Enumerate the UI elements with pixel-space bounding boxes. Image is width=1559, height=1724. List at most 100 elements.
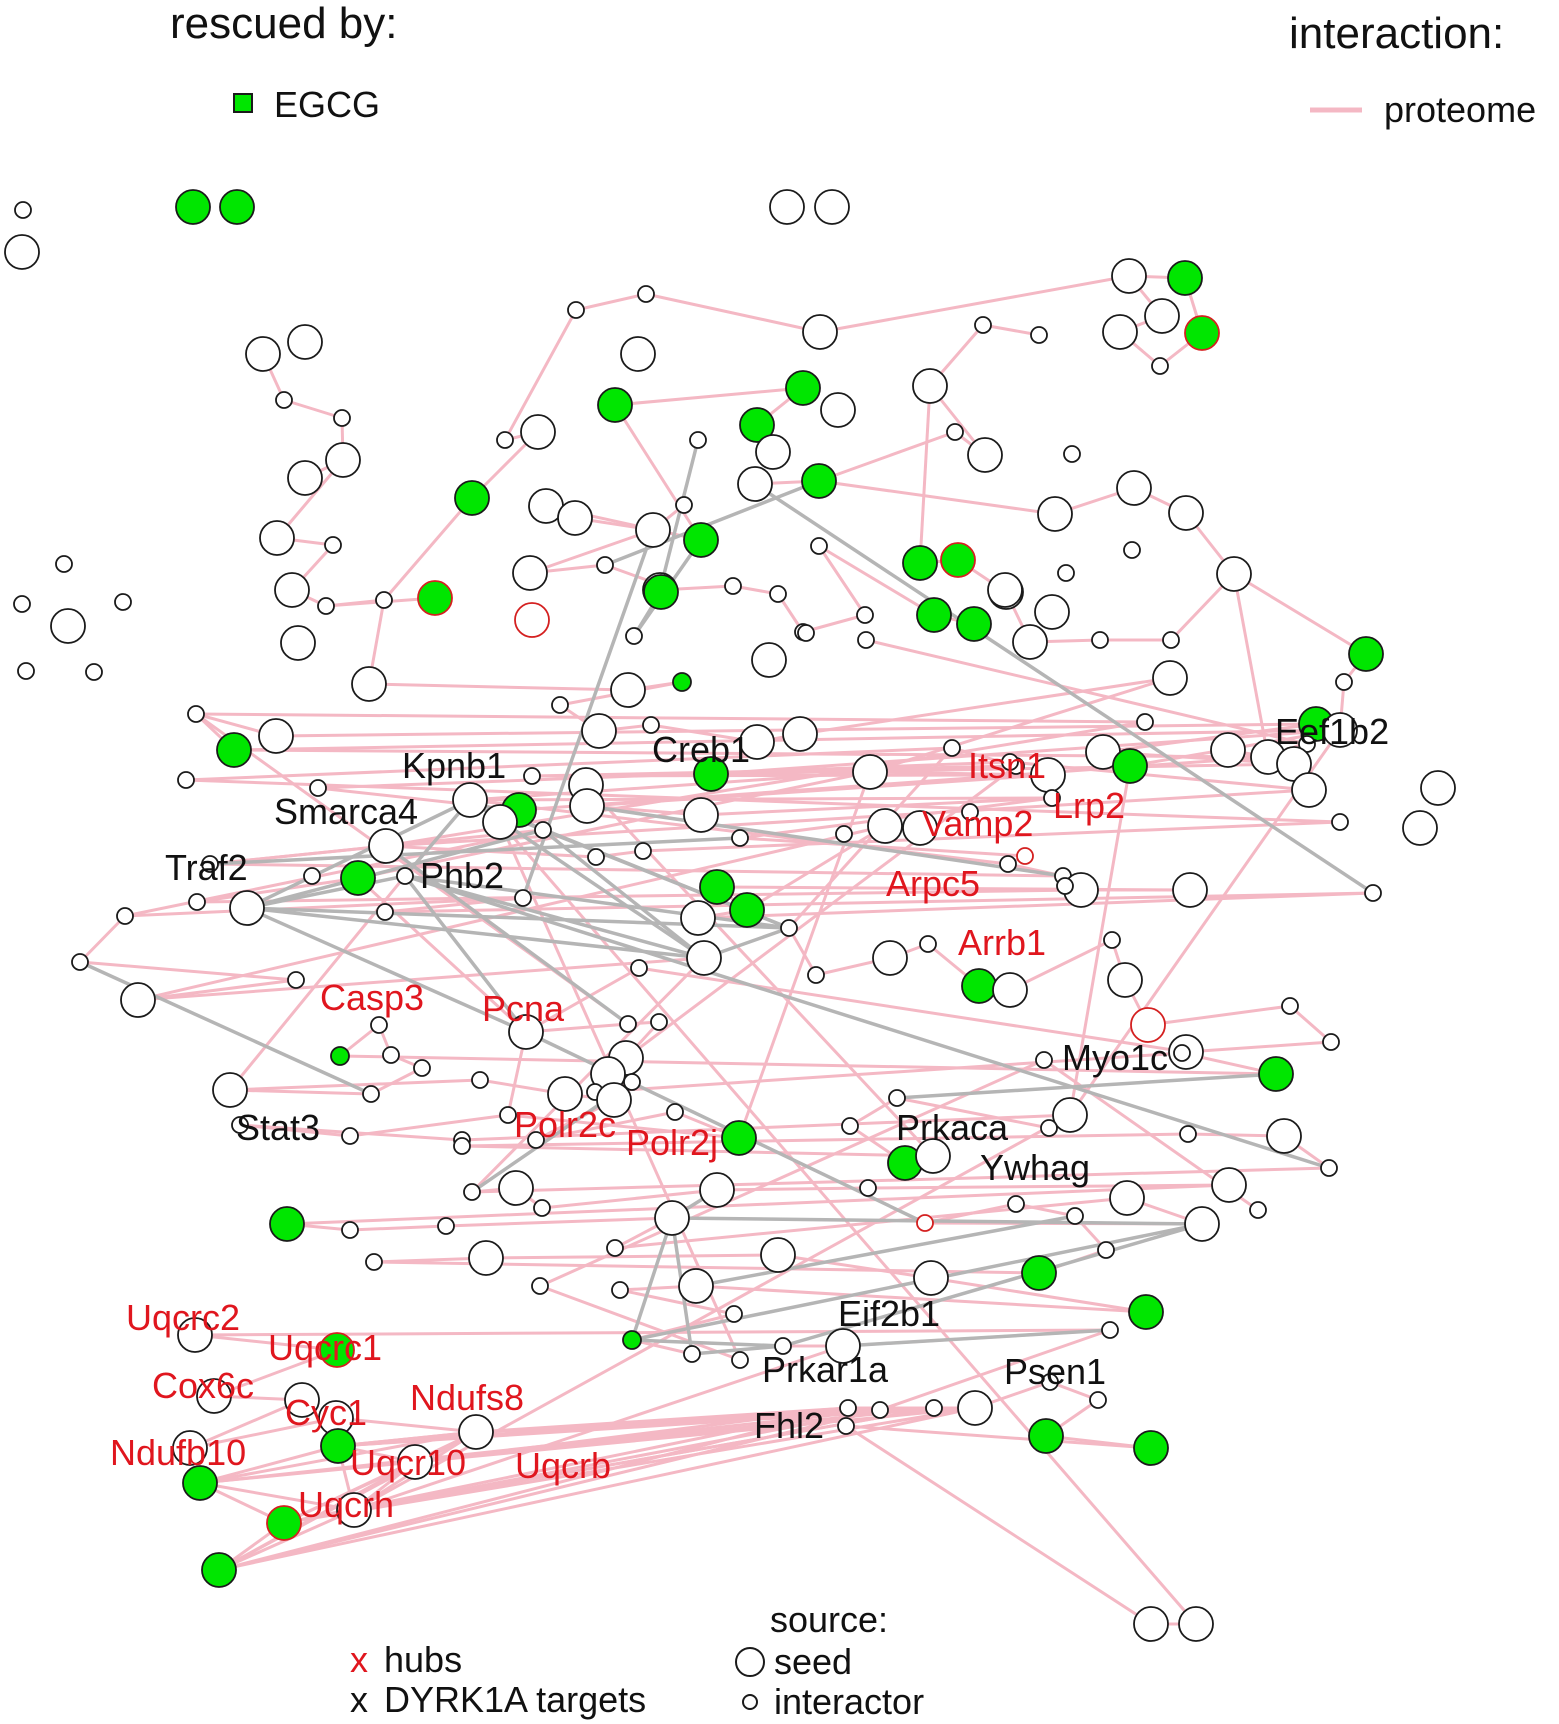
seed-node bbox=[1266, 1118, 1302, 1154]
interactor-node bbox=[523, 767, 541, 785]
edge-other bbox=[631, 1338, 784, 1348]
interactor-node bbox=[1056, 877, 1074, 895]
seed-node bbox=[769, 189, 805, 225]
seed-node bbox=[902, 810, 938, 846]
edge-proteome bbox=[737, 771, 872, 1139]
interactor-node bbox=[341, 1221, 359, 1239]
interactor-node bbox=[774, 1337, 792, 1355]
interactor-node bbox=[888, 1089, 906, 1107]
edge-proteome bbox=[195, 712, 1146, 724]
interactor-node bbox=[187, 705, 205, 723]
edge-proteome bbox=[199, 1481, 355, 1512]
hub-label-ndufb10: Ndufb10 bbox=[110, 1432, 246, 1473]
interactor-node bbox=[567, 301, 585, 319]
interactor-node bbox=[527, 1131, 545, 1149]
interactor-node bbox=[1057, 564, 1075, 582]
edge-other bbox=[209, 836, 741, 866]
interactor-node bbox=[287, 971, 305, 989]
hub-label-casp3: Casp3 bbox=[320, 977, 424, 1018]
hub-label-uqcrc2: Uqcrc2 bbox=[126, 1297, 240, 1338]
seed-node bbox=[820, 392, 856, 428]
seed-node bbox=[699, 1172, 735, 1208]
edge-proteome bbox=[199, 1444, 339, 1485]
edge-proteome bbox=[1233, 572, 1367, 656]
seed-node bbox=[1420, 770, 1456, 806]
seed-node bbox=[520, 414, 556, 450]
edge-proteome bbox=[461, 1132, 1189, 1148]
interactor-node bbox=[1066, 1207, 1084, 1225]
seed-node bbox=[274, 572, 310, 608]
interactor-node bbox=[376, 903, 394, 921]
interactor-node bbox=[683, 1345, 701, 1363]
interactor-node bbox=[85, 663, 103, 681]
legend-interactor-label: interactor bbox=[774, 1681, 924, 1722]
edge-proteome bbox=[541, 1188, 718, 1210]
interactor-node bbox=[55, 555, 73, 573]
rescued-seed-node bbox=[1348, 636, 1384, 672]
edge-other bbox=[671, 1216, 1203, 1226]
hub-interactor-node bbox=[916, 1214, 934, 1232]
seed-node bbox=[259, 520, 295, 556]
edge-proteome bbox=[614, 1196, 1128, 1250]
edge-other bbox=[604, 479, 820, 567]
target-label-smarca4: Smarca4 bbox=[274, 791, 418, 832]
edge-other bbox=[782, 1222, 1203, 1348]
seed-node bbox=[802, 314, 838, 350]
interactor-node bbox=[551, 696, 569, 714]
seed-node bbox=[620, 336, 656, 372]
edge-proteome bbox=[631, 1338, 693, 1356]
interactor-node bbox=[413, 1059, 431, 1077]
interactor-node bbox=[116, 907, 134, 925]
rescued-seed-node bbox=[219, 189, 255, 225]
interactor-node bbox=[689, 431, 707, 449]
interactor-node bbox=[317, 597, 335, 615]
seed-node bbox=[760, 1237, 796, 1273]
interactor-node bbox=[634, 842, 652, 860]
seed-node bbox=[1052, 1097, 1088, 1133]
edge-proteome bbox=[539, 1284, 741, 1362]
edge-proteome bbox=[1102, 722, 1317, 754]
edge-proteome bbox=[1068, 765, 1132, 1116]
seed-node bbox=[852, 754, 888, 790]
edge-layer bbox=[78, 274, 1374, 1626]
seed-node bbox=[336, 1492, 372, 1528]
interactor-node bbox=[1162, 631, 1180, 649]
interactor-node bbox=[531, 1277, 549, 1295]
interactor-node bbox=[587, 848, 605, 866]
edge-proteome bbox=[818, 544, 935, 617]
edge-other bbox=[384, 844, 630, 1026]
rescued-seed-node bbox=[1133, 1430, 1169, 1466]
edge-other bbox=[246, 906, 527, 1034]
edge-proteome bbox=[638, 966, 1187, 1054]
edge-proteome bbox=[575, 292, 647, 312]
seed-node bbox=[654, 1200, 690, 1236]
edge-other bbox=[541, 828, 706, 960]
target-label-kpnb1: Kpnb1 bbox=[402, 745, 506, 786]
seed-node bbox=[120, 982, 156, 1018]
edge-other bbox=[695, 1214, 1076, 1288]
interactor-node bbox=[309, 779, 327, 797]
interactor-node bbox=[1101, 1321, 1119, 1339]
seed-node bbox=[1402, 810, 1438, 846]
interactor-node bbox=[362, 1085, 380, 1103]
seed-node bbox=[1012, 624, 1048, 660]
seed-node bbox=[739, 724, 775, 760]
rescued-seed-node bbox=[902, 545, 938, 581]
interactor-node bbox=[1320, 1159, 1338, 1177]
rescued-seed-node bbox=[182, 1465, 218, 1501]
interactor-node bbox=[946, 423, 964, 441]
seed-node bbox=[50, 608, 86, 644]
edge-proteome bbox=[869, 676, 1171, 774]
seed-node bbox=[368, 828, 404, 864]
interactor-node bbox=[1179, 1125, 1197, 1143]
seed-node bbox=[498, 1170, 534, 1206]
interactor-node bbox=[619, 1015, 637, 1033]
edge-proteome bbox=[697, 891, 1374, 920]
rescued-seed-node bbox=[643, 574, 679, 610]
seed-node bbox=[557, 500, 593, 536]
seed-node bbox=[1152, 660, 1188, 696]
edge-proteome bbox=[817, 545, 867, 616]
edge-proteome bbox=[229, 1088, 372, 1096]
edge-other bbox=[404, 874, 790, 930]
